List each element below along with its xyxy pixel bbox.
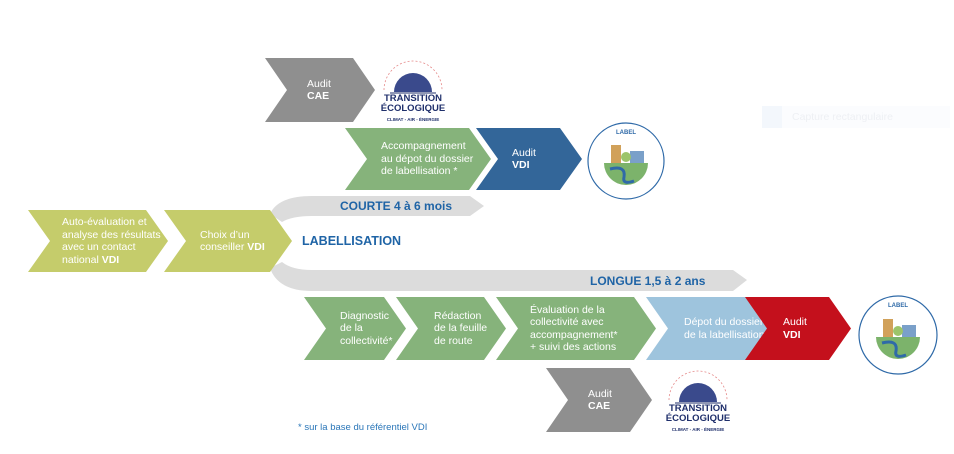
longue-band — [270, 262, 747, 291]
footnote: * sur la base du référentiel VDI — [298, 422, 428, 433]
courte-band-label: COURTE 4 à 6 mois — [340, 199, 453, 213]
labellisation-label: LABELLISATION — [302, 234, 402, 248]
courte-band — [270, 196, 484, 222]
globe-icon — [383, 60, 443, 94]
globe-icon — [668, 370, 728, 404]
capture-icon — [762, 106, 782, 128]
city-icon — [587, 122, 665, 200]
capture-label: Capture rectangulaire — [792, 111, 893, 123]
city-icon — [858, 295, 938, 375]
longue-band-label: LONGUE 1,5 à 2 ans — [590, 274, 706, 288]
label-vdi-logo-top: LABEL — [586, 121, 666, 201]
label-vdi-logo-bottom: LABEL — [857, 294, 939, 376]
capture-rectangulaire-overlay[interactable]: Capture rectangulaire — [762, 106, 950, 128]
